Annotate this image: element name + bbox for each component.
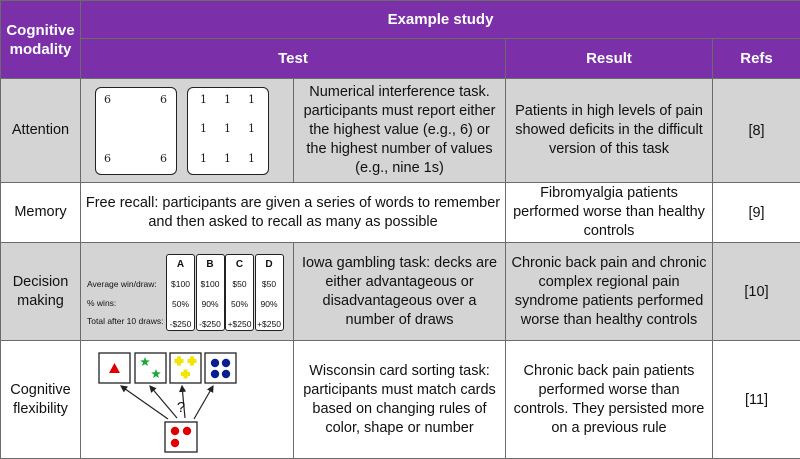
header-test: Test (81, 39, 506, 79)
test-description: Numerical interference task. participant… (294, 79, 506, 183)
deck-total: -$250 (167, 319, 194, 329)
result-text: Chronic back pain and chronic complex re… (506, 243, 713, 341)
deck-win: $50 (226, 279, 253, 289)
table-row-cognitive-flexibility: Cognitive flexibility ? Wisconsin card s… (1, 341, 800, 459)
header-example-study: Example study (81, 1, 800, 39)
card-digit: 1 (248, 122, 255, 135)
arrow-icon (194, 386, 213, 419)
igt-deck: A $100 50% -$250 (166, 254, 195, 331)
wcst-target-card (205, 353, 236, 383)
igt-illustration: Average win/draw: % wins: Total after 10 d… (81, 243, 294, 341)
ones-card: 1 1 1 1 1 1 1 1 1 (187, 87, 269, 175)
deck-label: C (226, 259, 253, 270)
deck-label: D (256, 259, 283, 270)
wcst-illustration: ? (81, 341, 294, 459)
modality-cell: Cognitive flexibility (1, 341, 81, 459)
test-description: Free recall: participants are given a se… (81, 183, 506, 243)
deck-win: $50 (256, 279, 283, 289)
wcst-response-card (165, 422, 197, 452)
header-modality: Cognitive modality (1, 1, 81, 79)
deck-label: A (167, 259, 194, 270)
modality-cell: Memory (1, 183, 81, 243)
result-text: Chronic back pain patients performed wor… (506, 341, 713, 459)
igt-row-label: % wins: (87, 298, 116, 308)
six-card: 6 6 6 6 (95, 87, 177, 175)
table-row-decision-making: Decision making Average win/draw: % wins:… (1, 243, 800, 341)
card-digit: 1 (224, 93, 231, 106)
question-mark: ? (177, 399, 185, 416)
card-digit: 1 (224, 152, 231, 165)
card-digit: 1 (224, 122, 231, 135)
deck-label: B (197, 259, 224, 270)
ref-cell: [9] (713, 183, 800, 243)
header-refs: Refs (713, 39, 800, 79)
card-digit: 6 (160, 152, 167, 165)
igt-deck: D $50 90% +$250 (255, 254, 284, 331)
igt-deck: B $100 90% -$250 (196, 254, 225, 331)
ref-cell: [8] (713, 79, 800, 183)
red-circle-icon (183, 427, 191, 435)
ref-cell: [11] (713, 341, 800, 459)
deck-total: +$250 (256, 319, 283, 329)
deck-win: $100 (197, 279, 224, 289)
blue-circle-icon (222, 370, 230, 378)
igt-deck: C $50 50% +$250 (225, 254, 254, 331)
result-text: Patients in high levels of pain showed d… (506, 79, 713, 183)
deck-pct: 90% (197, 299, 224, 309)
table-row-memory: Memory Free recall: participants are giv… (1, 183, 800, 243)
igt-row-label: Total after 10 draws: (87, 316, 164, 326)
header-result: Result (506, 39, 713, 79)
blue-circle-icon (211, 370, 219, 378)
card-digit: 6 (160, 93, 167, 106)
test-description: Wisconsin card sorting task: participant… (294, 341, 506, 459)
blue-circle-icon (211, 359, 219, 367)
result-text: Fibromyalgia patients performed worse th… (506, 183, 713, 243)
deck-pct: 50% (167, 299, 194, 309)
card-digit: 1 (200, 93, 207, 106)
deck-win: $100 (167, 279, 194, 289)
card-digit: 1 (200, 152, 207, 165)
card-digit: 1 (248, 152, 255, 165)
arrow-icon (150, 386, 177, 418)
red-circle-icon (171, 427, 179, 435)
card-digit: 1 (248, 93, 255, 106)
wcst-cards-svg: ? (81, 341, 294, 458)
wcst-target-card (135, 353, 166, 383)
modality-cell: Attention (1, 79, 81, 183)
deck-pct: 50% (226, 299, 253, 309)
table-row-attention: Attention 6 6 6 6 1 1 1 1 1 1 1 1 1 Numerical interf… (1, 79, 800, 183)
blue-circle-icon (222, 359, 230, 367)
red-circle-icon (171, 439, 179, 447)
deck-total: -$250 (197, 319, 224, 329)
arrow-icon (121, 386, 168, 419)
card-digit: 6 (104, 93, 111, 106)
igt-row-label: Average win/draw: (87, 279, 157, 289)
deck-pct: 90% (256, 299, 283, 309)
card-digit: 1 (200, 122, 207, 135)
ref-cell: [10] (713, 243, 800, 341)
test-description: Iowa gambling task: decks are either adv… (294, 243, 506, 341)
deck-total: +$250 (226, 319, 253, 329)
attention-illustration: 6 6 6 6 1 1 1 1 1 1 1 1 1 (81, 79, 294, 183)
card-digit: 6 (104, 152, 111, 165)
modality-cell: Decision making (1, 243, 81, 341)
